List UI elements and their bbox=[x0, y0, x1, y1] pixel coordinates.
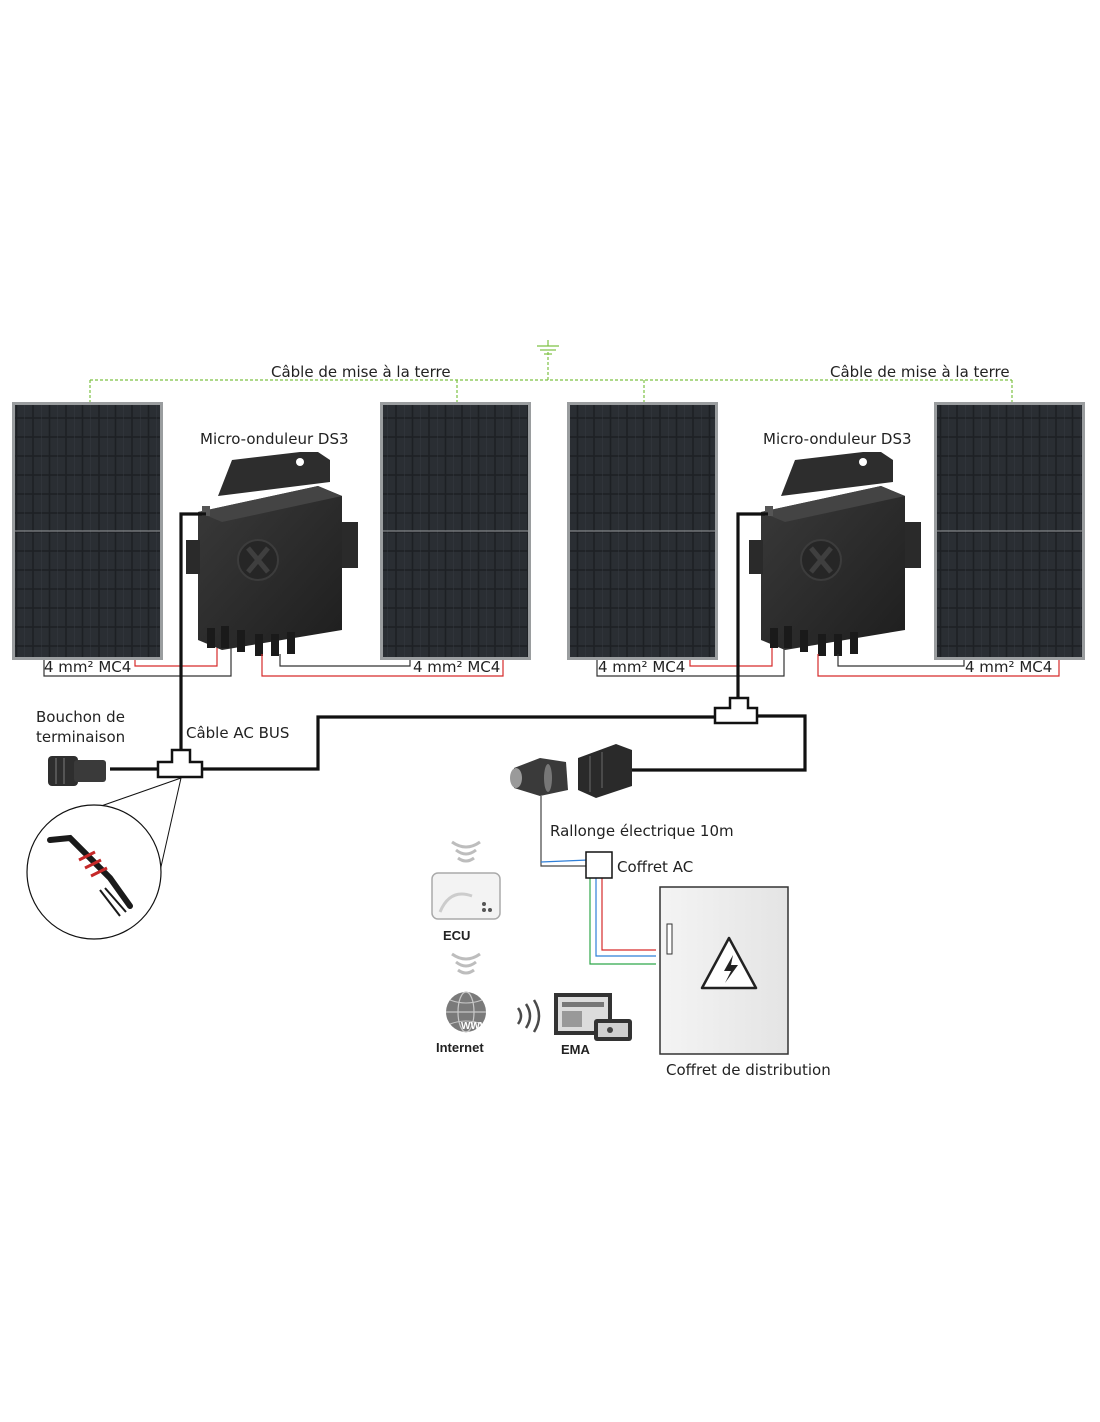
distribution-box bbox=[656, 886, 1089, 1055]
wireless-signal-icon bbox=[451, 840, 481, 863]
wireless-signal-icon bbox=[451, 952, 481, 975]
solar-panel-3 bbox=[567, 402, 718, 660]
solar-panel-1 bbox=[12, 402, 163, 660]
microinverter-label-left: Micro-onduleur DS3 bbox=[200, 430, 349, 448]
ac-box bbox=[585, 851, 613, 879]
ema-label: EMA bbox=[561, 1042, 591, 1057]
end-cap-label-line1: Bouchon de bbox=[36, 708, 125, 726]
ac-bus-cable bbox=[110, 512, 807, 772]
microinverter-right bbox=[749, 452, 921, 656]
ground-cable-label-left: Câble de mise à la terre bbox=[271, 363, 451, 381]
ecu-device-icon bbox=[431, 872, 501, 920]
internet-globe-icon: WWW bbox=[446, 991, 490, 1033]
end-cap-connector bbox=[48, 756, 106, 786]
ground-cable bbox=[89, 352, 1013, 405]
ground-cable-label-right: Câble de mise à la terre bbox=[830, 363, 1010, 381]
extension-wiring bbox=[540, 796, 660, 965]
ecu-label: ECU bbox=[443, 928, 470, 943]
earth-ground-icon bbox=[537, 340, 559, 355]
ac-bus-label: Câble AC BUS bbox=[186, 724, 289, 742]
distribution-box-label: Coffret de distribution bbox=[666, 1061, 831, 1079]
t-connector-left bbox=[156, 748, 204, 779]
ac-box-label: Coffret AC bbox=[617, 858, 693, 876]
dc-wiring-right bbox=[596, 648, 1060, 677]
extension-label: Rallonge électrique 10m bbox=[550, 822, 734, 840]
mc4-label-1: 4 mm² MC4 bbox=[44, 658, 131, 676]
end-cap-label-line2: terminaison bbox=[36, 728, 125, 746]
extension-cable-connectors bbox=[510, 744, 632, 798]
microinverter-label-right: Micro-onduleur DS3 bbox=[763, 430, 912, 448]
wireless-signal-icon bbox=[516, 999, 541, 1033]
microinverter-left bbox=[186, 452, 358, 656]
high-voltage-icon bbox=[700, 936, 758, 990]
internet-label: Internet bbox=[436, 1040, 484, 1055]
ema-monitor-icon bbox=[554, 993, 632, 1041]
mc4-label-2: 4 mm² MC4 bbox=[413, 658, 500, 676]
mc4-label-4: 4 mm² MC4 bbox=[965, 658, 1052, 676]
dc-wiring-left bbox=[43, 648, 504, 677]
solar-panel-2 bbox=[380, 402, 531, 660]
solar-panel-4 bbox=[934, 402, 1085, 660]
t-connector-right bbox=[713, 696, 759, 725]
mc4-label-3: 4 mm² MC4 bbox=[598, 658, 685, 676]
connector-zoom-callout bbox=[26, 777, 182, 940]
www-text: WWW bbox=[461, 1021, 490, 1032]
